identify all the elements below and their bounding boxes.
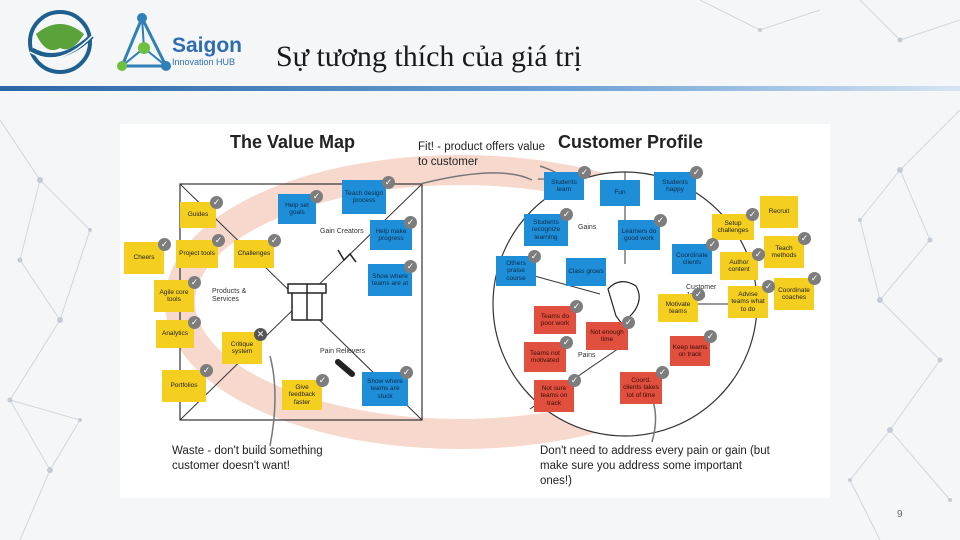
check-icon: ✓ <box>560 208 573 221</box>
saigon-innovation-hub-logo: Saigon Innovation HUB <box>116 12 276 76</box>
check-icon: ✓ <box>316 374 329 387</box>
page-number: 9 <box>897 509 903 520</box>
logo-subtitle: Innovation HUB <box>172 57 236 67</box>
value-proposition-figure: The Value Map Customer Profile Fit! - pr… <box>120 124 830 498</box>
note-not-sure-track: Not sure teams on track <box>534 380 574 412</box>
note-teach-design: Teach design process <box>342 180 386 214</box>
check-icon: ✓ <box>798 232 811 245</box>
check-icon: ✓ <box>706 238 719 251</box>
customer-profile-title: Customer Profile <box>558 132 704 152</box>
check-icon: ✓ <box>656 366 669 379</box>
value-map-title: The Value Map <box>230 132 356 152</box>
note-fun: Fun <box>600 180 640 206</box>
note-help-set-goals: Help set goals <box>278 194 316 224</box>
close-icon: ✕ <box>254 328 267 341</box>
check-icon: ✓ <box>382 176 395 189</box>
check-icon: ✓ <box>560 336 573 349</box>
check-icon: ✓ <box>158 238 171 251</box>
note-show-where-stuck: Show where teams are stuck <box>362 372 408 406</box>
note-keep-teams: Keep teams on track <box>670 336 710 366</box>
note-students-learn: Students learn <box>544 172 584 200</box>
check-icon: ✓ <box>578 166 591 179</box>
note-portfolios: Portfolios <box>162 370 206 402</box>
check-icon: ✓ <box>568 374 581 387</box>
note-learners-good: Learners do good work <box>618 220 660 250</box>
check-icon: ✓ <box>212 234 225 247</box>
note-teams-poor-work: Teams do poor work <box>534 306 576 334</box>
logo-name: Saigon <box>172 34 243 57</box>
check-icon: ✓ <box>654 214 667 227</box>
note-advise-teams: Advise teams what to do <box>728 286 768 318</box>
gift-icon <box>287 283 327 321</box>
pains-note: Don't need to address every pain or gain… <box>540 445 770 487</box>
note-motivate-teams: Motivate teams <box>658 294 698 322</box>
check-icon: ✓ <box>690 166 703 179</box>
check-icon: ✓ <box>404 216 417 229</box>
pill-icon <box>335 359 355 377</box>
check-icon: ✓ <box>692 288 705 301</box>
note-feedback: Give feedback faster <box>282 380 322 410</box>
note-author-content: Author content <box>720 252 758 280</box>
products-services-label: Products & Services <box>212 288 247 303</box>
slide-title: Sự tương thích của giá trị <box>276 40 582 73</box>
check-icon: ✓ <box>746 208 759 221</box>
note-agile-tools: Agile core tools <box>154 280 194 312</box>
pain-relievers-label: Pain Relievers <box>320 348 366 355</box>
chart-icon <box>337 249 357 263</box>
pains-label: Pains <box>578 352 596 359</box>
note-teams-not-motivated: Teams not motivated <box>524 342 566 372</box>
note-students-recognize: Students recognize learning <box>524 214 568 246</box>
check-icon: ✓ <box>528 250 541 263</box>
check-icon: ✓ <box>808 272 821 285</box>
note-guides: Guides <box>180 202 216 228</box>
check-icon: ✓ <box>752 248 765 261</box>
check-icon: ✓ <box>404 260 417 273</box>
note-cheers: Cheers <box>124 242 164 274</box>
check-icon: ✓ <box>622 316 635 329</box>
note-students-happy: Students happy <box>654 172 696 200</box>
note-coordinate-clients: Coordinate clients <box>672 244 712 274</box>
note-not-enough-time: Not enough time <box>586 322 628 350</box>
check-icon: ✓ <box>704 330 717 343</box>
figure-shapes <box>165 155 758 449</box>
gains-label: Gains <box>578 224 597 231</box>
check-icon: ✓ <box>210 196 223 209</box>
header: Saigon Innovation HUB Sự tương thích của… <box>0 0 960 86</box>
check-icon: ✓ <box>570 300 583 313</box>
note-analytics: Analytics <box>156 320 194 348</box>
check-icon: ✓ <box>400 366 413 379</box>
fit-note: Fit! - product offers value to customer <box>418 141 545 168</box>
note-teach-methods: Teach methods <box>764 236 804 268</box>
check-icon: ✓ <box>188 316 201 329</box>
gain-creators-label: Gain Creators <box>320 228 364 235</box>
check-icon: ✓ <box>762 280 775 293</box>
check-icon: ✓ <box>310 190 323 203</box>
check-icon: ✓ <box>200 364 213 377</box>
note-coord-clients-time: Coord. clients takes lot of time <box>620 372 662 404</box>
note-class-grows: Class grows <box>566 258 606 286</box>
note-recruit: Recruit <box>760 196 798 228</box>
triangle-logo-icon <box>117 13 171 71</box>
header-rule <box>0 86 960 91</box>
check-icon: ✓ <box>268 234 281 247</box>
waste-note: Waste - don't build something customer d… <box>172 445 323 472</box>
check-icon: ✓ <box>188 276 201 289</box>
note-coordinate-coaches: Coordinate coaches <box>774 278 814 310</box>
globe-logo <box>28 10 95 74</box>
note-project-tools: Project tools <box>176 240 218 268</box>
note-challenges: Challenges <box>234 240 274 268</box>
